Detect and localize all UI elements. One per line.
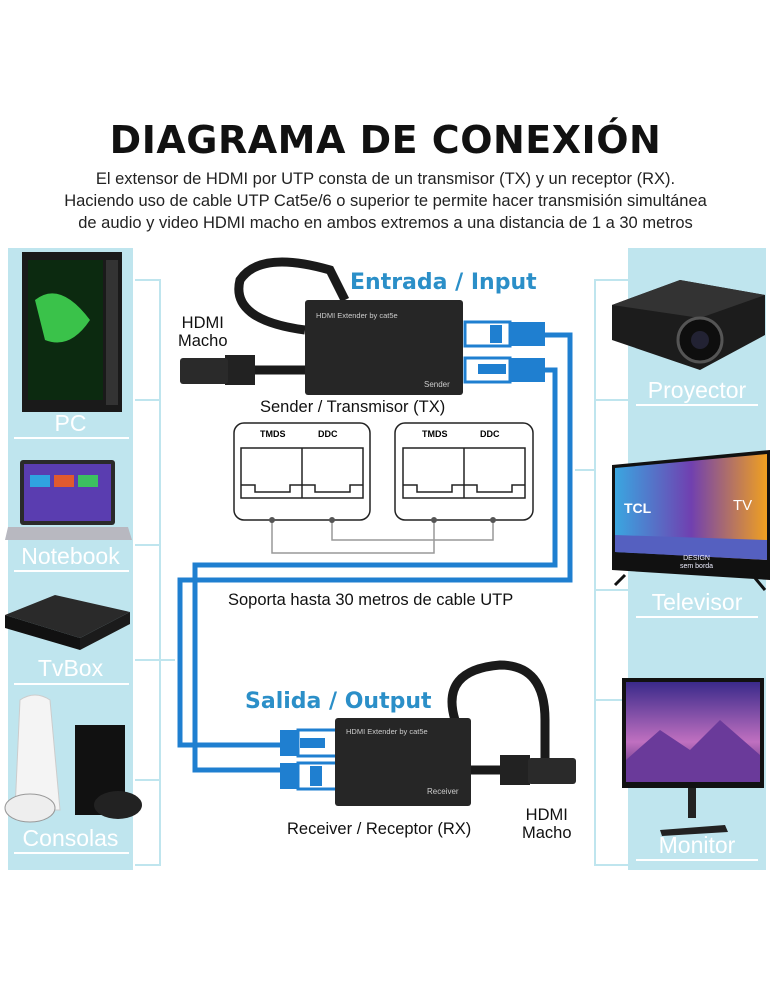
port-label-tmds: TMDS: [422, 429, 448, 439]
receiver-device-text: HDMI Extender by cat5e: [346, 727, 428, 736]
cable-note: Soporta hasta 30 metros de cable UTP: [228, 591, 514, 609]
pc-tower-icon: [22, 252, 122, 412]
divider: [14, 683, 129, 685]
source-label-tvbox: TvBox: [37, 655, 104, 681]
receiver-device-label: Receiver: [427, 787, 459, 796]
description-line: Haciendo uso de cable UTP Cat5e/6 o supe…: [64, 192, 707, 210]
hdmi-label: Macho: [522, 824, 572, 842]
port-wiring: [271, 520, 494, 554]
receiver-hdmi-cable: [447, 660, 576, 785]
sender-device-text: HDMI Extender by cat5e: [316, 311, 398, 320]
source-label-pc: PC: [54, 410, 87, 436]
display-label-televisor: Televisor: [651, 589, 743, 615]
monitor-icon: [622, 678, 764, 836]
divider: [636, 859, 758, 861]
tv-box-icon: [5, 595, 130, 650]
receiver-device: [335, 718, 471, 806]
hdmi-label: Macho: [178, 332, 228, 350]
sender-heading: Entrada / Input: [350, 270, 537, 295]
port-label-ddc: DDC: [318, 429, 338, 439]
description-line: de audio y video HDMI macho en ambos ext…: [78, 214, 693, 232]
hdmi-label: HDMI: [181, 314, 224, 332]
description-line: El extensor de HDMI por UTP consta de un…: [95, 170, 676, 188]
tv-caption: sem borda: [680, 563, 714, 570]
port-diagram-right: [394, 422, 534, 521]
divider: [636, 404, 758, 406]
sender-device: [305, 300, 463, 395]
hdmi-plug-icon: [180, 358, 228, 384]
tv-caption: DESIGN: [683, 555, 710, 562]
rj45-plug-icon: [280, 728, 340, 791]
laptop-icon: [5, 460, 132, 540]
tv-screen-text: TV: [733, 497, 753, 514]
hdmi-label: HDMI: [525, 806, 568, 824]
television-icon: [612, 450, 770, 591]
game-console-icon: [4, 694, 142, 823]
divider: [14, 437, 129, 439]
divider: [14, 570, 129, 572]
sender-device-label: Sender: [424, 380, 450, 389]
hdmi-plug-icon: [528, 758, 576, 784]
divider: [14, 852, 129, 854]
source-label-notebook: Notebook: [21, 543, 120, 569]
tv-brand: TCL: [624, 500, 652, 516]
receiver-caption: Receiver / Receptor (RX): [287, 820, 472, 838]
sender-hdmi-cable: [180, 257, 350, 385]
sender-caption: Sender / Transmisor (TX): [260, 398, 446, 416]
utp-cable: [177, 332, 573, 773]
display-bracket: [575, 279, 628, 866]
page-title: DIAGRAMA DE CONEXIÓN: [109, 118, 662, 162]
display-label-monitor: Monitor: [658, 832, 736, 858]
projector-icon: [612, 280, 765, 370]
port-pins: [269, 517, 496, 523]
source-label-consolas: Consolas: [22, 825, 119, 851]
receiver-heading: Salida / Output: [245, 689, 432, 714]
port-diagram-left: [233, 422, 371, 521]
divider: [636, 616, 758, 618]
port-label-tmds: TMDS: [260, 429, 286, 439]
port-label-ddc: DDC: [480, 429, 500, 439]
source-bracket: [135, 279, 175, 866]
rj45-plug-icon: [463, 320, 545, 384]
display-label-proyector: Proyector: [647, 377, 747, 403]
